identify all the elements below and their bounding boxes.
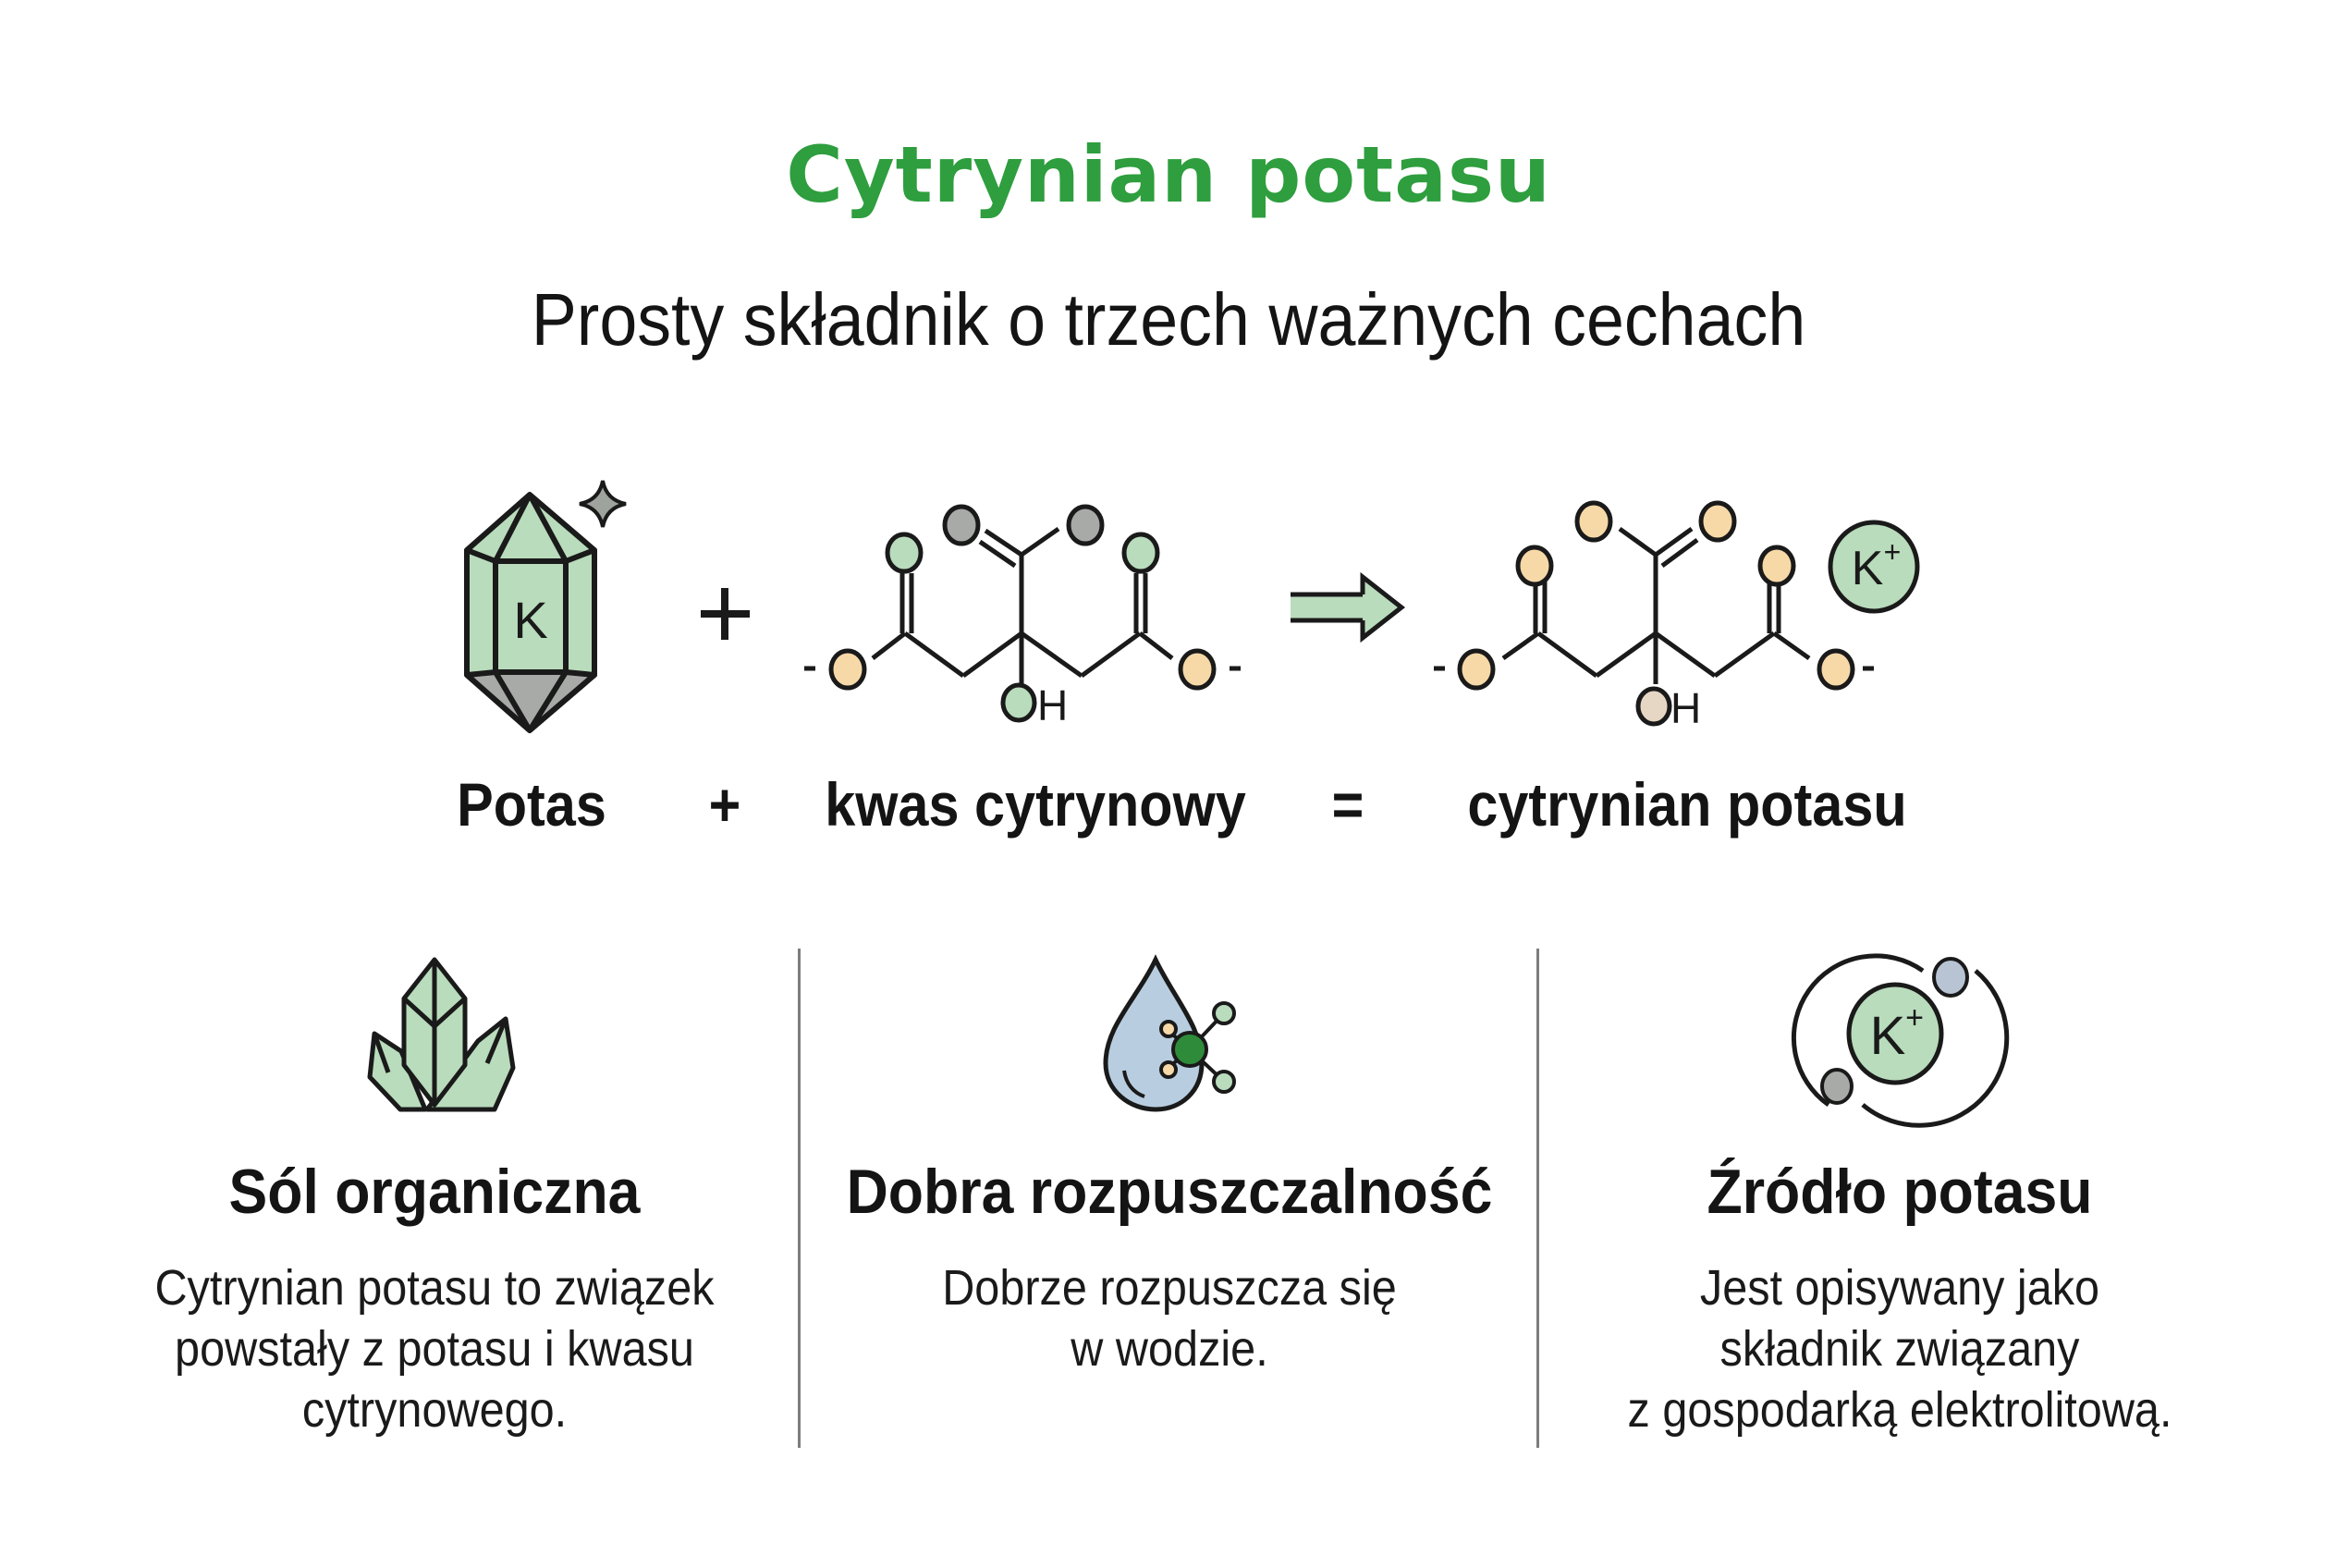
svg-text:H: H bbox=[1037, 681, 1068, 729]
svg-text:H: H bbox=[1670, 684, 1701, 732]
sparkle-icon bbox=[579, 480, 627, 528]
equation-label-cytrynian-potasu: cytrynian potasu bbox=[1467, 770, 1907, 839]
feature-description: Dobrze rozpuszcza się w wodzie. bbox=[942, 1260, 1397, 1377]
feature-heading: Dobra rozpuszczalność bbox=[846, 1157, 1493, 1227]
equation-equals: = bbox=[1331, 770, 1364, 839]
feature-heading: Źródło potasu bbox=[1707, 1157, 2093, 1227]
svg-text:+: + bbox=[1905, 1000, 1924, 1035]
page-title: Cytrynian potasu bbox=[786, 129, 1551, 220]
svg-text:+: + bbox=[1884, 535, 1902, 569]
plus-icon bbox=[701, 588, 750, 640]
feature-description: Cytrynian potasu to związek powstały z p… bbox=[154, 1260, 715, 1438]
feature-potassium-source: Źródło potasu Jest opisywany jako składn… bbox=[1544, 1156, 2256, 1440]
feature-organic-salt: Sól organiczna Cytrynian potasu to związ… bbox=[74, 1156, 795, 1440]
citric-acid-structure-icon: H bbox=[804, 504, 1241, 729]
potassium-crystal-icon: K bbox=[464, 480, 627, 733]
feature-good-solubility: Dobra rozpuszczalność Dobrze rozpuszcza … bbox=[804, 1156, 1535, 1379]
feature-heading: Sól organiczna bbox=[228, 1157, 641, 1227]
svg-text:K: K bbox=[1870, 1006, 1906, 1066]
page-subtitle: Prosty składnik o trzech ważnych cechach bbox=[531, 278, 1806, 361]
arrow-right-icon bbox=[1291, 571, 1406, 643]
potassium-citrate-structure-icon: H K + bbox=[1434, 500, 1920, 732]
potassium-ion-badge: K + bbox=[1828, 520, 1920, 614]
column-divider bbox=[798, 949, 801, 1448]
crystal-k-label: K bbox=[513, 591, 547, 649]
equation-label-kwas-cytrynowy: kwas cytrynowy bbox=[825, 770, 1246, 839]
svg-text:K: K bbox=[1852, 542, 1884, 595]
equation-plus: + bbox=[708, 770, 741, 839]
feature-description: Jest opisywany jako składnik związany z … bbox=[1627, 1260, 2172, 1438]
column-divider bbox=[1536, 949, 1539, 1448]
equation-label-potas: Potas bbox=[457, 770, 606, 839]
